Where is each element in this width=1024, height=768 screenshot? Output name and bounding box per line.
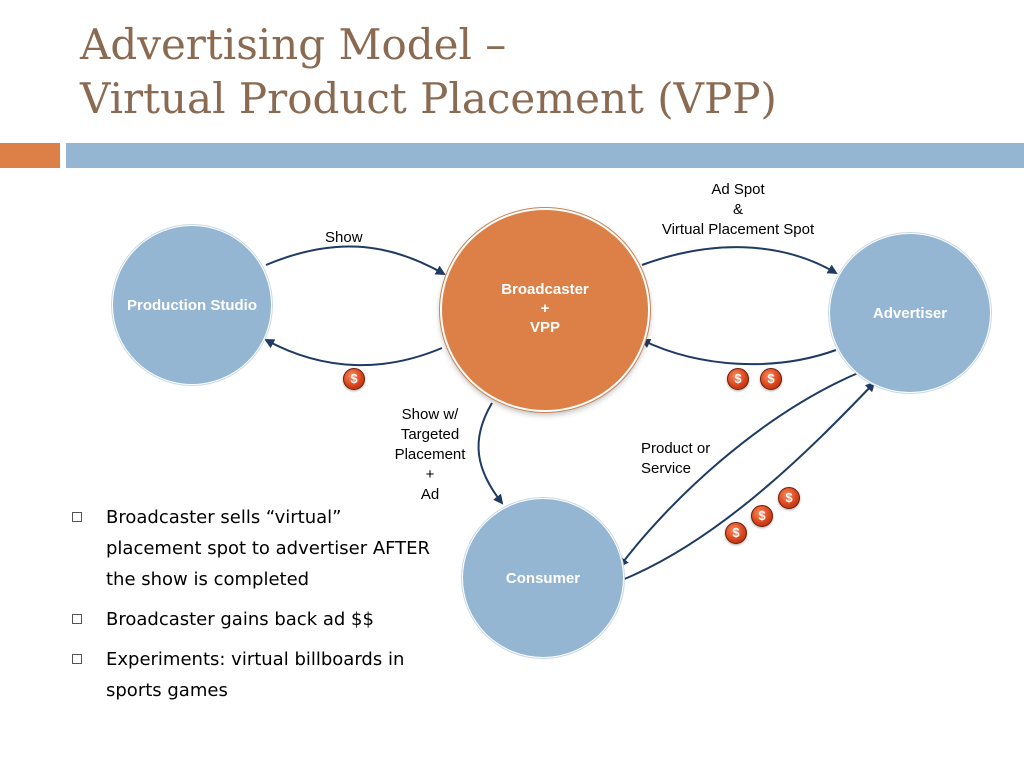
arrow-advertiser-to-broadcaster <box>640 338 837 366</box>
label-product-service-line-2: Service <box>641 460 692 477</box>
node-advertiser: Advertiser <box>829 233 991 393</box>
arrow-broadcaster-to-advertiser <box>641 246 838 275</box>
label-product-service: Product or Service <box>641 439 710 479</box>
bullet-item: Broadcaster sells “virtual” placement sp… <box>72 502 432 595</box>
node-broadcaster-text: Broadcaster + VPP <box>501 280 589 337</box>
square-bullet-icon <box>72 512 82 522</box>
arrow-broadcaster-to-consumer <box>477 402 504 505</box>
arrow-consumer-to-advertiser <box>621 381 876 581</box>
dollar-coin-icon: $ <box>343 368 365 390</box>
label-product-service-line-1: Product or <box>641 440 711 457</box>
bullet-text: Experiments: virtual billboards in sport… <box>106 649 405 701</box>
square-bullet-icon <box>72 614 82 624</box>
label-ad-spot: Ad Spot & Virtual Placement Spot <box>638 180 838 240</box>
bullet-text: Broadcaster sells “virtual” placement sp… <box>106 507 431 590</box>
label-show-targeted-line-5: Ad <box>420 486 440 503</box>
title-line-1: Advertising Model – <box>80 20 507 69</box>
label-ad-spot-line-3: Virtual Placement Spot <box>661 221 815 238</box>
bullet-text: Broadcaster gains back ad $$ <box>106 609 374 630</box>
node-advertiser-label: Advertiser <box>872 304 948 322</box>
node-broadcaster-vpp: Broadcaster + VPP <box>440 208 650 412</box>
label-show-targeted-line-3: Placement <box>394 446 466 463</box>
label-ad-spot-line-1: Ad Spot <box>711 181 765 198</box>
node-broadcaster-line-1: Broadcaster <box>501 281 589 298</box>
label-show-targeted-line-2: Targeted <box>400 426 460 443</box>
title-line-2: Virtual Product Placement (VPP) <box>80 74 777 123</box>
square-bullet-icon <box>72 654 82 664</box>
arrow-broadcaster-to-studio <box>264 339 443 367</box>
slide-title: Advertising Model – Virtual Product Plac… <box>80 18 777 126</box>
bullet-item: Experiments: virtual billboards in sport… <box>72 644 432 706</box>
label-ad-spot-line-2: & <box>732 201 743 218</box>
node-production-studio-label: Production Studio <box>127 296 257 314</box>
dollar-coin-icon: $ <box>760 368 782 390</box>
label-show-targeted: Show w/ Targeted Placement + Ad <box>382 405 478 505</box>
node-consumer-label: Consumer <box>505 569 581 587</box>
dollar-coin-icon: $ <box>725 522 747 544</box>
label-show-targeted-line-4: + <box>425 466 435 483</box>
node-broadcaster-line-2: + <box>540 300 550 317</box>
dollar-coin-icon: $ <box>778 487 800 509</box>
accent-bar-blue <box>66 143 1024 168</box>
arrow-advertiser-to-consumer <box>618 372 859 568</box>
label-show: Show <box>325 229 363 246</box>
bullet-item: Broadcaster gains back ad $$ <box>72 604 432 635</box>
node-broadcaster-line-3: VPP <box>529 319 560 336</box>
node-consumer: Consumer <box>462 498 624 658</box>
arrow-studio-to-broadcaster <box>265 245 446 275</box>
bullet-list: Broadcaster sells “virtual” placement sp… <box>72 502 432 715</box>
label-show-targeted-line-1: Show w/ <box>401 406 459 423</box>
node-production-studio: Production Studio <box>112 225 272 385</box>
dollar-coin-icon: $ <box>727 368 749 390</box>
accent-bar-orange <box>0 143 60 168</box>
dollar-coin-icon: $ <box>751 505 773 527</box>
